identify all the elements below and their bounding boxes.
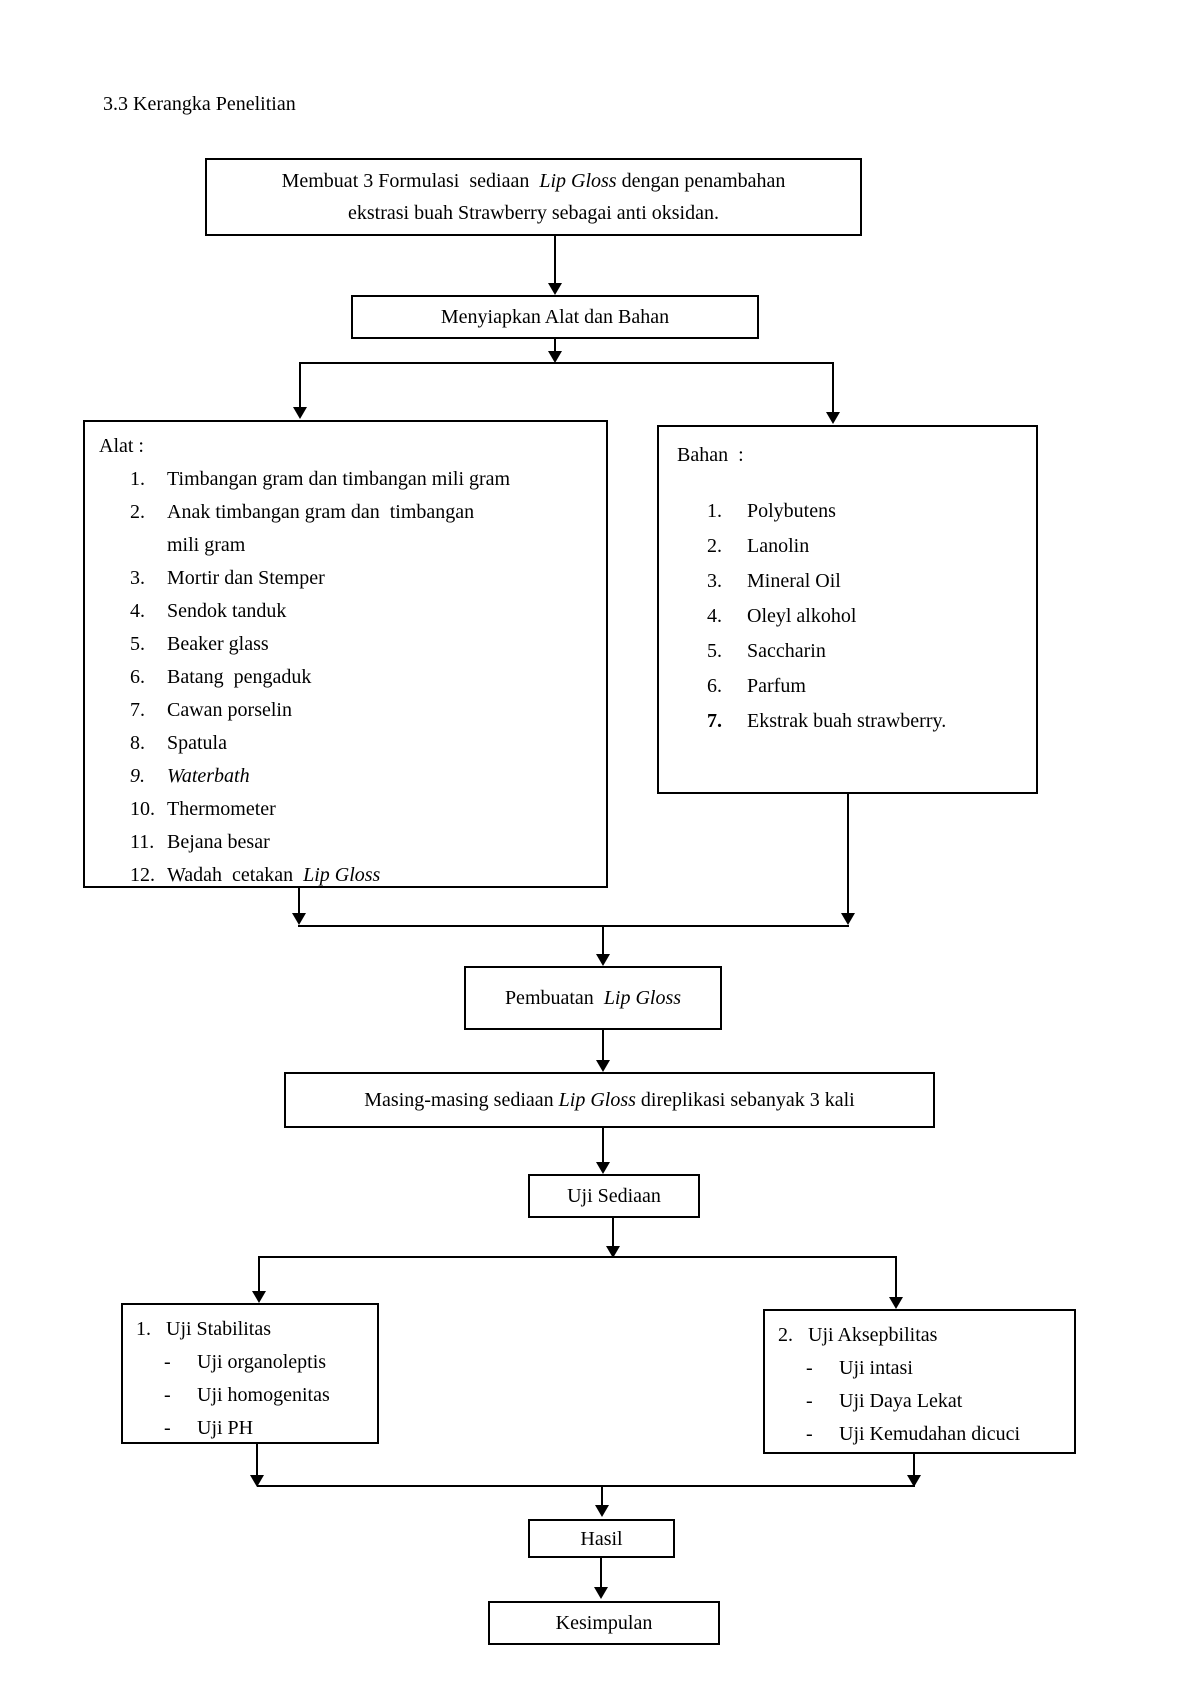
bahan-title: Bahan : (677, 444, 744, 466)
connector-replikasi-uji (602, 1128, 604, 1162)
connector-split-stabilitas (258, 1256, 260, 1291)
branch-line-top (299, 362, 834, 364)
connector-branch-bahan (832, 362, 834, 412)
node-replikasi: Masing-masing sediaan Lip Gloss direplik… (284, 1072, 935, 1128)
start-line-1: Membuat 3 Formulasi sediaan Lip Gloss de… (281, 170, 786, 192)
arrowhead-into-pembuatan (596, 954, 610, 966)
spacer (659, 472, 1036, 494)
merge-line-2 (257, 1485, 915, 1487)
list-item: 10.Thermometer (130, 798, 276, 820)
list-item: 3.Mortir dan Stemper (130, 567, 325, 589)
arrowhead-into-uji-sediaan (596, 1162, 610, 1174)
arrowhead-into-replikasi (596, 1060, 610, 1072)
list-item: -Uji intasi (806, 1357, 913, 1379)
node-uji-aksepbilitas: 2.Uji Aksepbilitas -Uji intasi -Uji Daya… (763, 1309, 1076, 1454)
list-item: 11.Bejana besar (130, 831, 270, 853)
connector-stabilitas-merge (256, 1444, 258, 1475)
node-prepare: Menyiapkan Alat dan Bahan (351, 295, 759, 339)
arrowhead-branch-junction (548, 351, 562, 363)
node-pembuatan: Pembuatan Lip Gloss (464, 966, 722, 1030)
lip-gloss-italic: Lip Gloss (303, 864, 381, 886)
list-item: 3.Mineral Oil (707, 570, 841, 592)
node-kesimpulan: Kesimpulan (488, 1601, 720, 1645)
connector-branch-alat (299, 362, 301, 407)
list-item: -Uji PH (164, 1417, 254, 1439)
connector-start-prepare (554, 236, 556, 284)
list-item: -Uji Daya Lekat (806, 1390, 963, 1412)
arrowhead-into-kesimpulan (594, 1587, 608, 1599)
arrowhead-into-bahan (826, 412, 840, 424)
arrowhead-into-alat (293, 407, 307, 419)
split-line (258, 1256, 897, 1258)
node-uji-sediaan: Uji Sediaan (528, 1174, 700, 1218)
arrowhead-into-stabilitas (252, 1291, 266, 1303)
node-bahan: Bahan : 1.Polybutens 2.Lanolin 3.Mineral… (657, 425, 1038, 794)
arrowhead-into-prepare (548, 283, 562, 295)
list-item: 8.Spatula (130, 732, 227, 754)
node-uji-stabilitas: 1.Uji Stabilitas -Uji organoleptis -Uji … (121, 1303, 379, 1444)
alat-title: Alat : (99, 435, 144, 457)
start-line-2: ekstrasi buah Strawberry sebagai anti ok… (347, 202, 719, 224)
node-start: Membuat 3 Formulasi sediaan Lip Gloss de… (205, 158, 862, 236)
arrowhead-stabilitas-merge (250, 1475, 264, 1487)
lip-gloss-italic: Lip Gloss (603, 987, 682, 1009)
list-item: 7.Ekstrak buah strawberry. (707, 710, 947, 732)
list-item: 1.Polybutens (707, 500, 836, 522)
arrowhead-bahan-merge (841, 913, 855, 925)
list-item: -Uji Kemudahan dicuci (806, 1423, 1021, 1445)
list-item: 5.Saccharin (707, 640, 826, 662)
arrowhead-split-junction (606, 1246, 620, 1258)
lip-gloss-italic: Lip Gloss (558, 1089, 636, 1111)
list-item: 5.Beaker glass (130, 633, 269, 655)
connector-merge-pembuatan (602, 925, 604, 954)
connector-prepare-branch (554, 339, 556, 353)
connector-hasil-kesimpulan (600, 1558, 602, 1587)
connector-bahan-merge (847, 794, 849, 913)
list-item: 2.Lanolin (707, 535, 810, 557)
list-item: 7.Cawan porselin (130, 699, 292, 721)
list-item: 9.Waterbath (130, 765, 250, 787)
node-alat: Alat : 1.Timbangan gram dan timbangan mi… (83, 420, 608, 888)
section-heading: 3.3 Kerangka Penelitian (103, 93, 296, 115)
connector-uji-split (612, 1218, 614, 1246)
list-item: 6.Parfum (707, 675, 806, 697)
list-item: 6.Batang pengaduk (130, 666, 312, 688)
list-item: -Uji homogenitas (164, 1384, 330, 1406)
merge-line-1 (298, 925, 849, 927)
list-item: 12.Wadah cetakan Lip Gloss (130, 864, 381, 886)
connector-merge-hasil (601, 1485, 603, 1505)
arrowhead-into-hasil (595, 1505, 609, 1517)
list-item: -Uji organoleptis (164, 1351, 327, 1373)
list-item: 1.Timbangan gram dan timbangan mili gram (130, 468, 511, 490)
arrowhead-aksepbilitas-merge (907, 1475, 921, 1487)
connector-split-aksepbilitas (895, 1256, 897, 1297)
arrowhead-alat-merge (292, 913, 306, 925)
lip-gloss-italic: Lip Gloss (539, 170, 617, 192)
connector-aksepbilitas-merge (913, 1454, 915, 1475)
connector-pembuatan-replikasi (602, 1030, 604, 1060)
node-hasil: Hasil (528, 1519, 675, 1558)
list-item: 2.Anak timbangan gram dan timbangan mili… (130, 501, 475, 556)
list-item: 4.Sendok tanduk (130, 600, 287, 622)
connector-alat-merge (298, 888, 300, 913)
arrowhead-into-aksepbilitas (889, 1297, 903, 1309)
list-item: 4.Oleyl alkohol (707, 605, 857, 627)
